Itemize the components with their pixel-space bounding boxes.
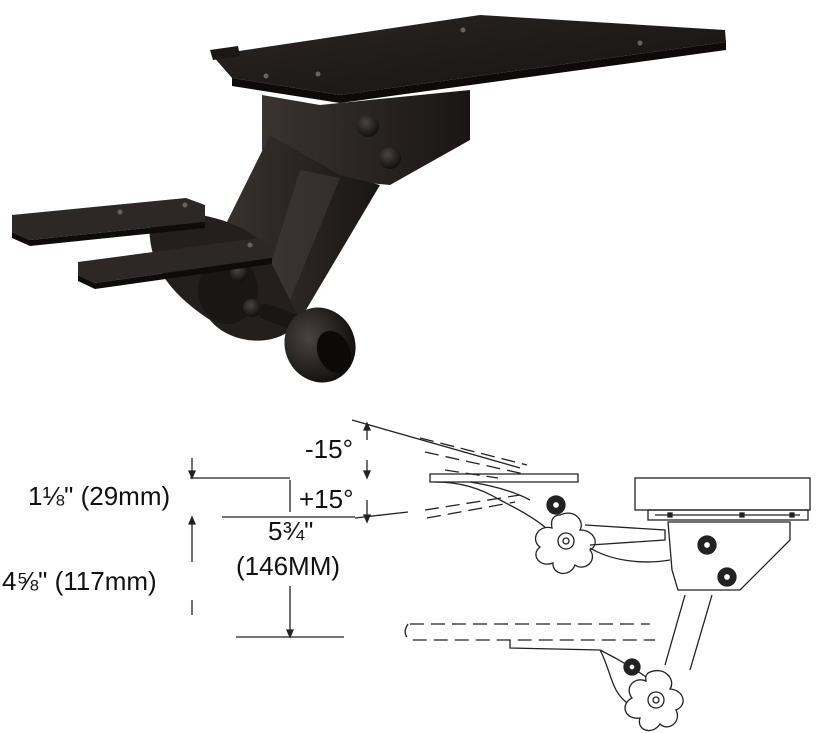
height-large-label: 4⅝" (117mm) xyxy=(2,566,157,596)
star-knob-icon xyxy=(535,512,596,575)
angle-up-label: -15° xyxy=(305,434,353,464)
upper-platform-mount xyxy=(429,473,579,531)
platform-rails xyxy=(12,198,272,289)
desk-top xyxy=(634,477,811,521)
bolt-icon xyxy=(379,147,401,169)
angle-down-label: +15° xyxy=(299,484,354,514)
height-small-label: 1⅛" (29mm) xyxy=(28,481,171,511)
mounting-bracket xyxy=(667,521,791,591)
product-photo xyxy=(12,15,726,383)
star-knob-icon xyxy=(624,669,684,732)
arm-drop xyxy=(664,594,713,671)
top-mounting-plate xyxy=(210,15,726,103)
bolt-icon xyxy=(357,115,379,137)
tilted-platform-down xyxy=(424,494,521,519)
width-metric-label: (146MM) xyxy=(236,551,341,581)
angle-ray xyxy=(354,511,409,519)
arm-link xyxy=(584,524,666,546)
width-imperial-label: 5¾" xyxy=(268,516,314,546)
bolt-icon xyxy=(243,299,261,317)
knob xyxy=(258,303,356,383)
angle-ray xyxy=(351,419,521,469)
lowered-platform xyxy=(404,623,655,706)
